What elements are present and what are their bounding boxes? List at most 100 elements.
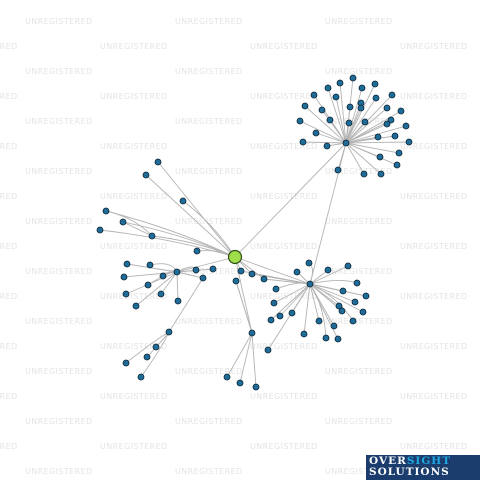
oversight-solutions-logo: OVERSIGHT SOLUTIONS: [366, 455, 480, 480]
watermark-text: UNREGISTERED: [100, 392, 168, 401]
graph-node: [353, 279, 361, 287]
watermark-text: UNREGISTERED: [325, 267, 393, 276]
graph-edge: [263, 278, 311, 285]
graph-node: [123, 260, 131, 268]
graph-node: [344, 262, 352, 270]
graph-node: [318, 106, 326, 114]
graph-node: [248, 270, 256, 278]
watermark-text: UNREGISTERED: [25, 467, 93, 476]
graph-node: [387, 116, 395, 124]
graph-node: [323, 142, 331, 150]
graph-edge: [345, 142, 381, 158]
graph-node: [173, 268, 181, 276]
graph-node: [376, 153, 384, 161]
graph-edge: [339, 82, 347, 144]
watermark-text: UNREGISTERED: [325, 67, 393, 76]
watermark-text: UNREGISTERED: [250, 442, 318, 451]
graph-edge: [168, 277, 204, 333]
graph-node: [192, 266, 200, 274]
graph-edge: [176, 271, 179, 302]
watermark-text: UNREGISTERED: [400, 42, 468, 51]
watermark-layer: UNREGISTERED UNREGISTERED UNREGISTERED UNRE…: [0, 17, 468, 476]
graph-node: [252, 383, 260, 391]
watermark-text: UNREGISTERED: [0, 342, 18, 351]
graph-edge: [345, 123, 388, 144]
graph-edge: [176, 256, 236, 273]
graph-edge: [345, 142, 400, 154]
graph-edge: [309, 283, 367, 297]
watermark-text: UNREGISTERED: [250, 42, 318, 51]
watermark-text: UNREGISTERED: [325, 317, 393, 326]
watermark-text: UNREGISTERED: [325, 367, 393, 376]
watermark-text: UNREGISTERED: [175, 467, 243, 476]
watermark-text: UNREGISTERED: [325, 167, 393, 176]
graph-node: [305, 259, 313, 267]
watermark-text: UNREGISTERED: [0, 292, 18, 301]
graph-node: [267, 316, 275, 324]
graph-node: [322, 334, 330, 342]
node-layer: [96, 74, 413, 391]
graph-edge: [126, 263, 178, 273]
graph-edge: [309, 269, 329, 285]
graph-edge: [234, 256, 311, 285]
graph-node: [405, 138, 413, 146]
graph-node: [296, 117, 304, 125]
graph-edge: [125, 271, 178, 295]
graph-edge: [99, 229, 236, 258]
watermark-text: UNREGISTERED: [100, 42, 168, 51]
watermark-text: UNREGISTERED: [325, 467, 393, 476]
watermark-text: UNREGISTERED: [175, 17, 243, 26]
graph-node: [338, 307, 346, 315]
graph-edge: [345, 97, 377, 144]
watermark-text: UNREGISTERED: [400, 92, 468, 101]
graph-edge: [303, 283, 311, 335]
graph-node: [165, 328, 173, 336]
watermark-text: UNREGISTERED: [0, 442, 18, 451]
watermark-text: UNREGISTERED: [400, 192, 468, 201]
watermark-text: UNREGISTERED: [0, 142, 18, 151]
graph-node: [179, 197, 187, 205]
watermark-text: UNREGISTERED: [400, 242, 468, 251]
graph-node: [335, 302, 343, 310]
graph-node: [336, 79, 344, 87]
graph-edge: [309, 283, 354, 322]
watermark-text: UNREGISTERED: [100, 442, 168, 451]
graph-node: [349, 317, 357, 325]
graph-node: [357, 104, 365, 112]
graph-edge: [304, 105, 347, 144]
watermark-text: UNREGISTERED: [100, 342, 168, 351]
graph-node: [144, 281, 152, 289]
graph-node: [159, 272, 167, 280]
graph-edge: [267, 283, 311, 351]
graph-node: [148, 232, 156, 240]
graph-node: [174, 297, 182, 305]
graph-node: [349, 74, 357, 82]
graph-edge: [302, 141, 347, 144]
graph-edge: [309, 283, 356, 303]
graph-node: [236, 379, 244, 387]
watermark-text: UNREGISTERED: [100, 292, 168, 301]
watermark-text: UNREGISTERED: [100, 92, 168, 101]
graph-edge: [160, 271, 178, 295]
graph-node: [132, 302, 140, 310]
graph-node: [391, 132, 399, 140]
graph-node: [339, 287, 347, 295]
graph-node: [315, 317, 323, 325]
watermark-text: UNREGISTERED: [325, 17, 393, 26]
logo-over-text: OVER: [369, 455, 407, 467]
graph-edge: [345, 107, 362, 144]
graph-node: [237, 267, 245, 275]
graph-node: [270, 299, 278, 307]
graph-node: [157, 290, 165, 298]
graph-node: [122, 359, 130, 367]
graph-edge: [234, 256, 253, 334]
graph-node: [306, 280, 314, 288]
graph-node: [152, 343, 160, 351]
graph-node: [346, 103, 354, 111]
graph-node: [142, 171, 150, 179]
graph-node: [362, 292, 370, 300]
graph-node: [120, 273, 128, 281]
graph-node: [372, 94, 380, 102]
watermark-text: UNREGISTERED: [25, 367, 93, 376]
